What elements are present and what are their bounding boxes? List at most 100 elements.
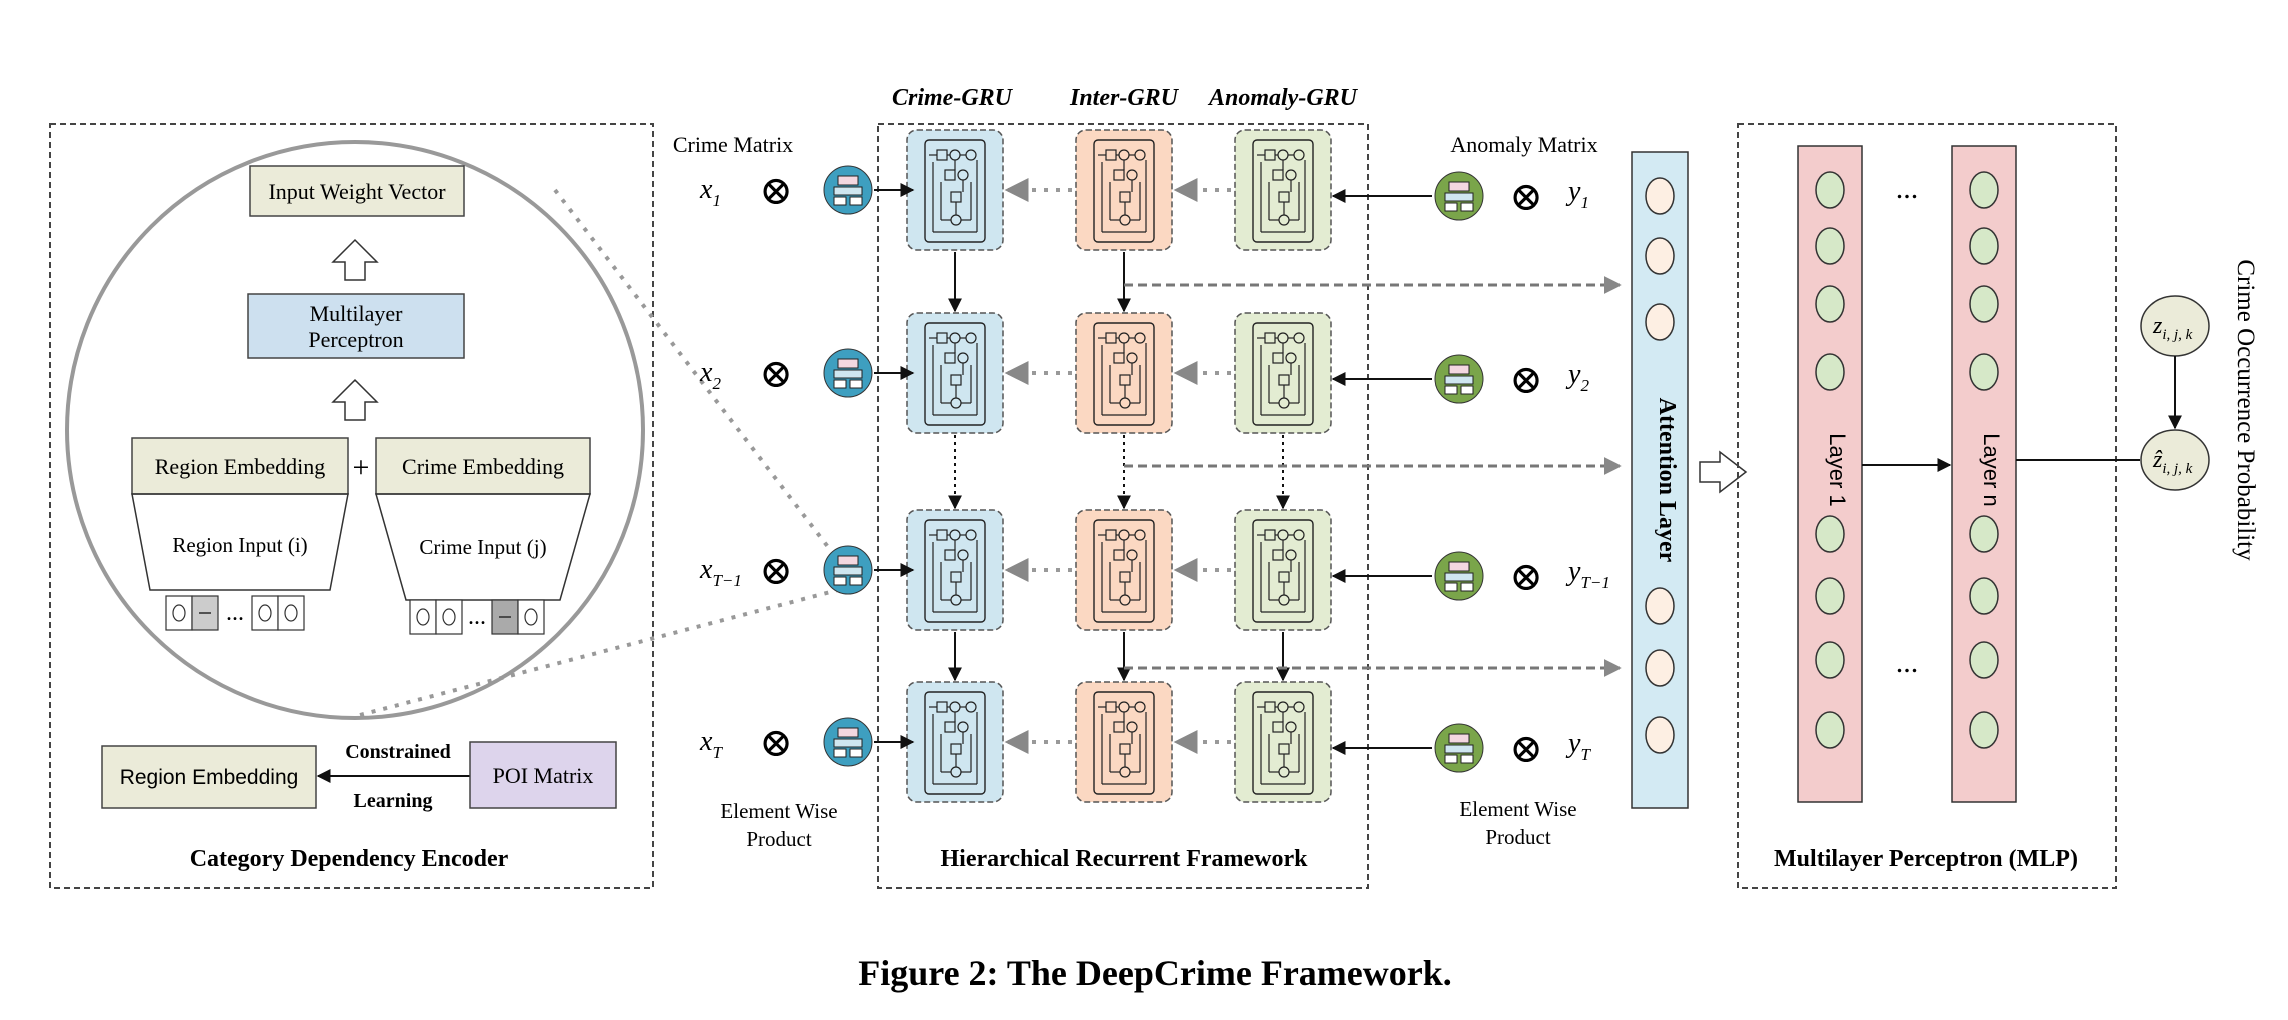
mlp-neuron <box>1815 285 1845 323</box>
mlp-neuron <box>1969 711 1999 749</box>
times-symbol-left: ⊗ <box>759 351 793 396</box>
mlp-neuron <box>1969 285 1999 323</box>
element-wise-right-2: Product <box>1485 825 1550 849</box>
times-symbol-right: ⊗ <box>1509 726 1543 771</box>
region-input-label: Region Input (i) <box>172 533 307 557</box>
anomaly-gru-cell <box>1234 509 1332 631</box>
anomaly-gru-title: Anomaly-GRU <box>1207 85 1359 111</box>
crime-gru-cell <box>906 312 1004 434</box>
attention-node <box>1645 177 1675 215</box>
mlp-neuron <box>1969 641 1999 679</box>
mlp-neuron <box>1969 171 1999 209</box>
recurrent-caption: Hierarchical Recurrent Framework <box>941 846 1309 872</box>
layer-1-label: Layer 1 <box>1825 433 1850 506</box>
attention-node <box>1645 716 1675 754</box>
mlp-box-line2: Perceptron <box>308 327 403 352</box>
inter-gru-cell <box>1075 509 1173 631</box>
mlp-ellipsis-top: ... <box>1896 172 1919 205</box>
crime-input-trapezoid <box>375 493 591 601</box>
crime-matrix-label: Crime Matrix <box>673 132 793 157</box>
x-input-label: x2 <box>699 357 721 393</box>
anomaly-matrix-label: Anomaly Matrix <box>1450 132 1597 157</box>
matrix-block-icon <box>1434 723 1484 773</box>
anomaly-gru-cell <box>1234 681 1332 803</box>
attention-node <box>1645 237 1675 275</box>
matrix-block-icon <box>1434 551 1484 601</box>
element-wise-left-2: Product <box>746 827 811 851</box>
encoder-panel <box>49 123 654 889</box>
mlp-box-line1: Multilayer <box>310 301 404 326</box>
matrix-block-icon <box>1434 171 1484 221</box>
attention-layer-label: Attention Layer <box>1654 398 1680 563</box>
matrix-block-icon <box>823 165 873 215</box>
constrained-label: Constrained <box>345 741 451 763</box>
mlp-neuron <box>1815 641 1845 679</box>
crime-embedding-box <box>375 437 591 495</box>
z-node-label: zi, j, k <box>2152 313 2193 343</box>
anomaly-gru-cell <box>1234 312 1332 434</box>
mlp-panel <box>1737 123 2117 889</box>
element-wise-left-1: Element Wise <box>720 799 837 823</box>
times-symbol-right: ⊗ <box>1509 554 1543 599</box>
up-arrow-2 <box>331 378 379 421</box>
mlp-neuron <box>1815 515 1845 553</box>
mlp-caption: Multilayer Perceptron (MLP) <box>1774 846 2078 872</box>
lower-region-embedding-label: Region Embedding <box>120 766 299 789</box>
times-symbol-left: ⊗ <box>759 548 793 593</box>
mlp-neuron <box>1815 227 1845 265</box>
matrix-block-icon <box>823 348 873 398</box>
crime-gru-cell <box>906 129 1004 251</box>
attention-to-mlp-arrow <box>1699 450 1748 494</box>
poi-matrix-box <box>469 741 617 809</box>
gru-grid <box>906 129 1622 803</box>
mlp-neuron <box>1815 577 1845 615</box>
x-input-label: xT−1 <box>699 554 742 590</box>
up-arrow-1 <box>331 238 379 281</box>
matrix-block-icon <box>1434 354 1484 404</box>
plus-sign: + <box>353 451 370 484</box>
inter-gru-cell <box>1075 312 1173 434</box>
y-input-label: yT−1 <box>1565 556 1610 592</box>
crime-gru-title: Crime-GRU <box>892 85 1014 111</box>
times-symbol-left: ⊗ <box>759 168 793 213</box>
zhat-node-label: ẑi, j, k <box>2152 447 2193 477</box>
zoom-line-1 <box>553 188 840 562</box>
crime-onehot-cells <box>409 599 545 635</box>
mlp-ellipsis-bottom: ... <box>1896 646 1919 679</box>
mlp-neuron <box>1815 171 1845 209</box>
multilayer-perceptron-box <box>247 293 465 359</box>
recurrent-panel <box>877 123 1369 889</box>
input-weight-vector-box <box>249 165 465 217</box>
region-input-trapezoid <box>131 493 349 591</box>
region-onehot-cells <box>165 595 305 631</box>
y-input-label: y2 <box>1565 359 1589 395</box>
crime-gru-cell <box>906 509 1004 631</box>
crime-embedding-label: Crime Embedding <box>402 454 564 479</box>
crime-occurrence-probability-label: Crime Occurrence Probability <box>2232 259 2259 561</box>
figure-caption: Figure 2: The DeepCrime Framework. <box>858 953 1452 993</box>
x-input-label: xT <box>699 726 723 762</box>
learning-label: Learning <box>354 790 433 812</box>
y-input-label: y1 <box>1565 176 1589 212</box>
mlp-neuron <box>1969 515 1999 553</box>
attention-node <box>1645 649 1675 687</box>
attention-node <box>1645 587 1675 625</box>
times-symbol-right: ⊗ <box>1509 357 1543 402</box>
matrix-block-icon <box>823 717 873 767</box>
mlp-neuron <box>1969 227 1999 265</box>
encoder-zoom-circle <box>65 140 645 720</box>
crime-gru-cell <box>906 681 1004 803</box>
crime-input-label: Crime Input (j) <box>419 535 546 559</box>
matrix-block-icon <box>823 545 873 595</box>
inter-gru-cell <box>1075 681 1173 803</box>
attention-node <box>1645 303 1675 341</box>
mlp-nodes <box>1815 171 1999 749</box>
anomaly-gru-cell <box>1234 129 1332 251</box>
mlp-neuron <box>1815 711 1845 749</box>
x-input-label: x1 <box>699 174 721 210</box>
region-embedding-label: Region Embedding <box>155 454 325 479</box>
poi-matrix-label: POI Matrix <box>493 763 594 788</box>
mlp-neuron <box>1969 353 1999 391</box>
inter-gru-title: Inter-GRU <box>1069 85 1180 111</box>
